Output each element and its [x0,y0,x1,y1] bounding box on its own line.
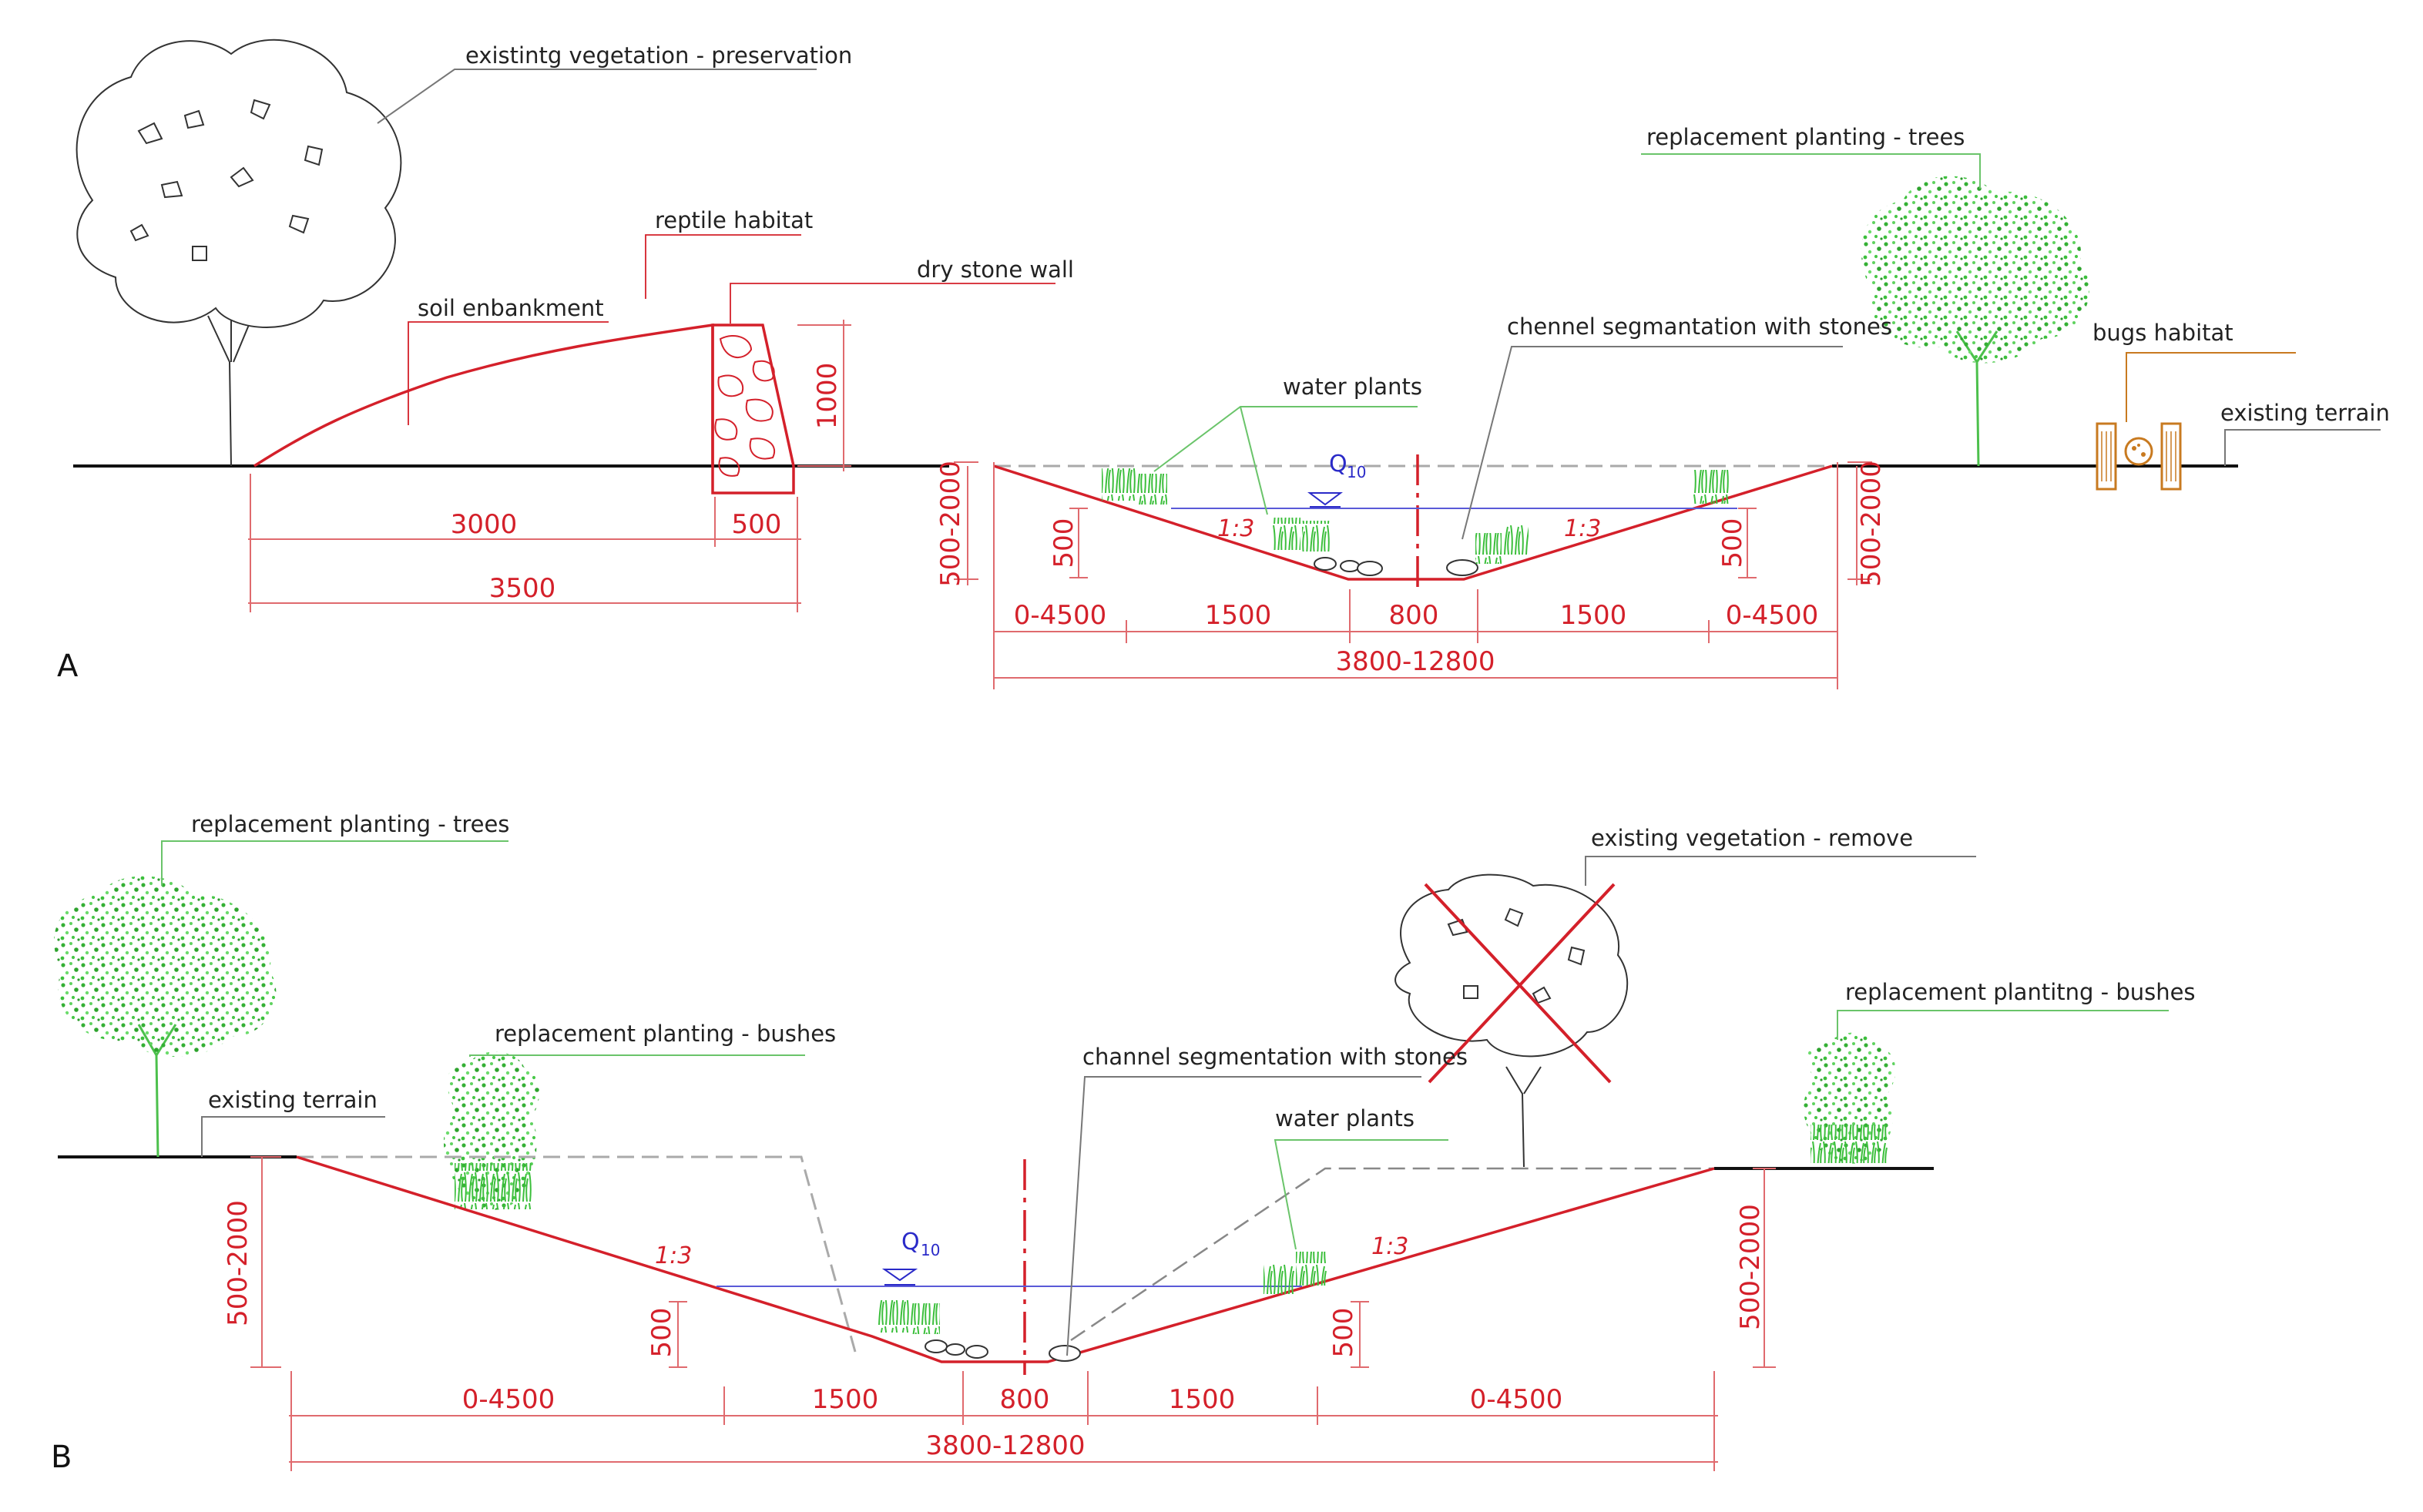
label-replacement-trees-a: replacement planting - trees [1646,124,1965,150]
replacement-tree-icon [1861,176,2089,467]
dim-0-4500-right-b: 0-4500 [1470,1384,1562,1415]
q-subscript-b: 10 [921,1241,940,1259]
dry-stone-wall [711,324,795,495]
label-reptile-habitat: reptile habitat [655,207,813,233]
channel-profile-b [296,1155,1715,1363]
dim-800-a: 800 [1389,600,1439,631]
label-channel-segmentation-b: channel segmentation with stones [1082,1044,1468,1070]
water-level-marker-b: Q 10 [881,1229,940,1286]
slope-right-b: 1:3 [1371,1233,1408,1260]
section-letter-b: B [51,1440,72,1475]
replacement-bushes-right-icon [1803,1032,1896,1164]
original-terrain-dashed-right-b [1070,1167,1714,1342]
water-plants-icon [1102,468,1729,564]
dim-depth-left-a: 500-2000 [935,461,966,587]
label-existing-terrain-b: existing terrain [208,1087,378,1113]
dim-1000: 1000 [812,363,843,430]
water-plants-b-icon [878,1252,1327,1334]
dim-depth-left-b: 500-2000 [223,1200,253,1326]
dim-0-4500-left-b: 0-4500 [462,1384,555,1415]
section-b: Q 10 1:3 1:3 500-2000 500 500 500-2000 0… [51,811,2196,1475]
channel-stones-b-icon [925,1339,1081,1362]
dim-total-b: 3800-12800 [926,1430,1086,1461]
section-a: 1000 3000 500 3500 Q 10 1:3 1:3 [57,39,2390,689]
label-water-plants-b: water plants [1275,1105,1415,1131]
dim-500-right-a: 500 [1717,518,1748,568]
original-terrain-dashed-left-b [297,1155,857,1353]
label-replacement-bushes-left: replacement planting - bushes [495,1021,836,1047]
dim-1500-left-a: 1500 [1205,600,1272,631]
label-existing-vegetation-remove: existing vegetation - remove [1591,825,1913,851]
dim-0-4500-right-a: 0-4500 [1726,600,1818,631]
label-water-plants-a: water plants [1283,374,1422,400]
water-level-marker: Q 10 [1307,451,1366,508]
existing-tree-icon [76,39,402,467]
label-replacement-bushes-right: replacement plantitng - bushes [1845,979,2196,1005]
channel-stones-icon [1314,557,1478,576]
tree-to-remove-icon [1394,873,1629,1168]
q-label: Q [1329,451,1347,478]
channel-profile [993,464,1833,581]
label-existing-vegetation-preservation: existintg vegetation - preservation [465,42,852,69]
dim-depth-right-a: 500-2000 [1856,461,1887,587]
dim-1500-right-b: 1500 [1169,1384,1236,1415]
soil-embankment-outline [253,323,714,468]
label-soil-embankment: soil enbankment [418,295,604,321]
label-channel-segmentation-a: chennel segmantation with stones [1507,313,1892,340]
slope-right: 1:3 [1564,515,1601,542]
dim-1500-left-b: 1500 [812,1384,879,1415]
slope-left-b: 1:3 [655,1242,692,1269]
dim-total-a: 3800-12800 [1336,646,1495,677]
dim-0-4500-left-a: 0-4500 [1014,600,1106,631]
dim-500-left-b: 500 [646,1308,677,1358]
replacement-bushes-left-icon [443,1051,540,1210]
slope-left: 1:3 [1217,515,1254,542]
dim-1500-right-a: 1500 [1560,600,1627,631]
dim-3500: 3500 [489,573,556,604]
bugs-habitat-icon [2096,422,2182,491]
section-letter-a: A [57,649,79,684]
label-existing-terrain-a: existing terrain [2220,400,2390,426]
dim-500-wall: 500 [732,509,782,540]
dim-depth-right-b: 500-2000 [1735,1204,1766,1330]
dim-500-left-a: 500 [1049,518,1079,568]
label-dry-stone-wall: dry stone wall [917,256,1074,283]
dim-3000: 3000 [451,509,518,540]
replacement-tree-left-icon [54,876,277,1158]
label-bugs-habitat: bugs habitat [2092,320,2233,346]
dim-800-b: 800 [1000,1384,1050,1415]
q-subscript: 10 [1347,463,1366,481]
q-label-b: Q [901,1229,920,1256]
dim-500-right-b: 500 [1328,1308,1359,1358]
label-replacement-trees-b: replacement planting - trees [191,811,509,837]
